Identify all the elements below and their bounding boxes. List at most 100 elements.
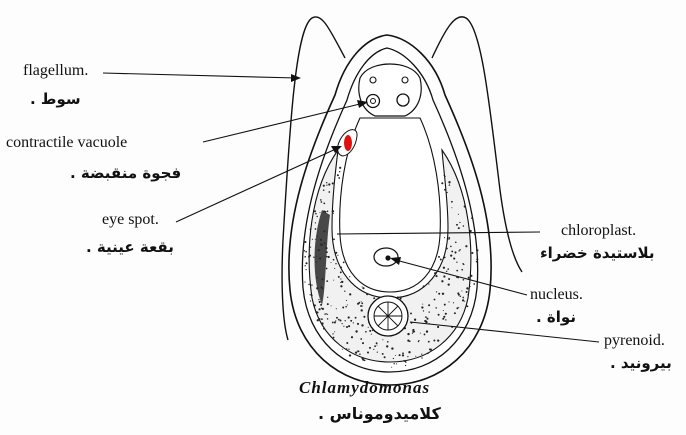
stipple-dot bbox=[311, 284, 312, 285]
stipple-dot bbox=[448, 278, 450, 280]
stipple-dot bbox=[310, 294, 311, 295]
stipple-dot bbox=[338, 276, 340, 278]
stipple-dot bbox=[340, 267, 342, 269]
stipple-dot bbox=[339, 167, 341, 169]
stipple-dot bbox=[360, 305, 362, 307]
stipple-dot bbox=[471, 217, 473, 219]
stipple-dot bbox=[459, 249, 461, 251]
stipple-dot bbox=[446, 248, 448, 250]
label-eye-spot: eye spot. bbox=[102, 211, 159, 229]
stipple-dot bbox=[451, 250, 453, 252]
stipple-dot bbox=[440, 259, 442, 261]
stipple-dot bbox=[453, 258, 455, 260]
stipple-dot bbox=[332, 333, 333, 334]
stipple-dot bbox=[335, 252, 337, 254]
stipple-dot bbox=[337, 255, 338, 256]
stipple-dot bbox=[327, 256, 329, 258]
stipple-dot bbox=[332, 182, 334, 184]
stipple-dot bbox=[456, 307, 458, 309]
stipple-dot bbox=[391, 347, 393, 349]
stipple-dot bbox=[361, 302, 363, 304]
stipple-dot bbox=[445, 319, 446, 320]
stipple-dot bbox=[310, 228, 312, 230]
stipple-dot bbox=[458, 214, 459, 215]
stipple-dot bbox=[414, 319, 416, 321]
stipple-dot bbox=[362, 286, 363, 287]
stipple-dot bbox=[402, 352, 404, 354]
stipple-dot bbox=[421, 353, 422, 354]
stipple-dot bbox=[453, 302, 454, 303]
stipple-dot bbox=[426, 330, 428, 332]
stipple-dot bbox=[308, 284, 309, 285]
stipple-dot bbox=[319, 301, 321, 303]
stipple-dot bbox=[428, 304, 430, 306]
stipple-dot bbox=[355, 330, 357, 332]
stipple-dot bbox=[384, 356, 386, 358]
stipple-dot bbox=[435, 307, 437, 309]
stipple-dot bbox=[361, 324, 363, 326]
stipple-dot bbox=[441, 182, 443, 184]
stipple-dot bbox=[323, 203, 325, 205]
stipple-dot bbox=[327, 303, 329, 305]
stipple-dot bbox=[438, 293, 440, 295]
stipple-dot bbox=[366, 293, 368, 295]
stipple-dot bbox=[317, 312, 319, 314]
stipple-dot bbox=[337, 174, 339, 176]
stipple-dot bbox=[402, 354, 404, 356]
stipple-dot bbox=[340, 271, 342, 273]
stipple-dot bbox=[376, 345, 377, 346]
stipple-dot bbox=[470, 286, 471, 287]
label-eye-spot-ar: بقعة عينية . bbox=[86, 238, 174, 256]
stipple-dot bbox=[309, 248, 310, 249]
stipple-dot bbox=[348, 325, 350, 327]
stipple-dot bbox=[426, 318, 428, 320]
stipple-dot bbox=[362, 305, 363, 306]
stipple-dot bbox=[348, 316, 350, 318]
stipple-dot bbox=[312, 239, 313, 240]
stipple-dot bbox=[466, 287, 468, 289]
stipple-dot bbox=[448, 181, 450, 183]
stipple-dot bbox=[342, 307, 344, 309]
stipple-dot bbox=[314, 210, 316, 212]
stipple-dot bbox=[466, 291, 468, 293]
stipple-dot bbox=[462, 297, 464, 299]
stipple-dot bbox=[341, 281, 343, 283]
stipple-dot bbox=[443, 175, 444, 176]
stipple-dot bbox=[476, 261, 478, 263]
stipple-dot bbox=[305, 262, 307, 264]
leader-flagellum bbox=[103, 73, 297, 78]
stipple-dot bbox=[473, 283, 475, 285]
stipple-dot bbox=[326, 184, 327, 185]
stipple-dot bbox=[445, 313, 447, 315]
stipple-dot bbox=[338, 319, 340, 321]
stipple-dot bbox=[443, 316, 445, 318]
stipple-dot bbox=[476, 258, 478, 260]
stipple-dot bbox=[458, 227, 460, 229]
stipple-dot bbox=[333, 238, 335, 240]
stipple-dot bbox=[436, 291, 437, 292]
stipple-dot bbox=[454, 312, 456, 314]
stipple-dot bbox=[365, 331, 367, 333]
stipple-dot bbox=[396, 363, 397, 364]
stipple-dot bbox=[362, 359, 364, 361]
stipple-dot bbox=[458, 307, 459, 308]
stipple-dot bbox=[422, 304, 423, 305]
stipple-dot bbox=[456, 224, 458, 226]
stipple-dot bbox=[320, 199, 322, 201]
nucleolus bbox=[385, 255, 390, 260]
stipple-dot bbox=[346, 342, 348, 344]
stipple-dot bbox=[421, 357, 422, 358]
stipple-dot bbox=[464, 205, 466, 207]
stipple-dot bbox=[317, 216, 318, 217]
stipple-dot bbox=[309, 255, 311, 257]
label-pyrenoid: pyrenoid. bbox=[604, 332, 665, 350]
stipple-dot bbox=[304, 250, 305, 251]
label-pyrenoid-ar: بيرونيد . bbox=[610, 354, 672, 372]
stipple-dot bbox=[435, 275, 437, 277]
label-flagellum: flagellum. bbox=[23, 62, 88, 80]
stipple-dot bbox=[448, 301, 449, 302]
stipple-dot bbox=[304, 281, 305, 282]
stipple-dot bbox=[425, 316, 427, 318]
diagram-title-ar: كلاميدوموناس . bbox=[318, 404, 441, 423]
stipple-dot bbox=[362, 342, 364, 344]
